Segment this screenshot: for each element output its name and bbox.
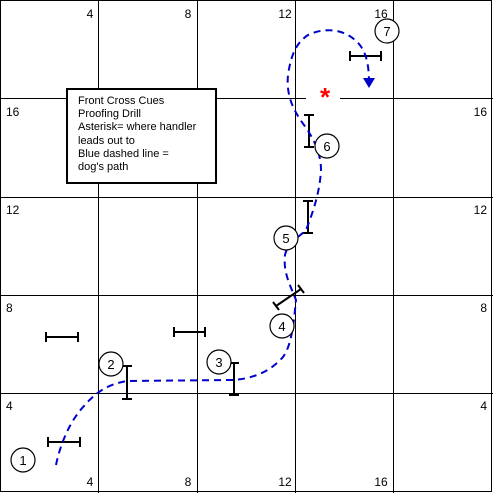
left-label-4: 4	[6, 399, 13, 413]
left-label-12: 12	[6, 203, 20, 217]
right-label-8: 8	[480, 301, 487, 315]
bottom-label-4: 4	[87, 475, 94, 489]
marker-1-label: 1	[19, 453, 26, 468]
jump-5	[303, 200, 313, 234]
marker-5-label: 5	[282, 231, 289, 246]
handler-gap	[306, 93, 340, 104]
right-label-4: 4	[480, 399, 487, 413]
note-line: leads out to	[78, 134, 135, 147]
note-line: Front Cross Cues	[78, 95, 165, 107]
top-label-12: 12	[278, 7, 292, 21]
top-label-4: 4	[87, 7, 94, 21]
arrowhead-icon	[363, 78, 375, 88]
top-label-16: 16	[374, 7, 388, 21]
jump-2	[122, 365, 132, 400]
top-label-8: 8	[185, 7, 192, 21]
marker-2-label: 2	[107, 357, 114, 372]
marker-6: 6	[314, 133, 340, 159]
marker-7-label: 7	[383, 24, 390, 39]
bottom-label-8: 8	[185, 475, 192, 489]
note-line: dog's path	[78, 161, 129, 174]
jump-3	[229, 362, 239, 396]
marker-3-label: 3	[215, 355, 222, 370]
jump-extra-left	[45, 332, 79, 342]
marker-4: 4	[269, 313, 295, 339]
jump-4	[272, 284, 305, 311]
left-label-16: 16	[6, 105, 20, 119]
marker-7: 7	[374, 18, 400, 44]
marker-2: 2	[98, 351, 124, 377]
note-line: Blue dashed line =	[78, 147, 169, 160]
grid-labels: 4 8 12 16 4 8 12 16 16 12 8 4 16 12 8 4	[6, 7, 487, 489]
course-note: Front Cross Cues Proofing Drill Asterisk…	[66, 88, 217, 184]
marker-3: 3	[206, 349, 232, 375]
jump-extra-center	[173, 327, 206, 337]
jump-1	[47, 437, 81, 447]
left-label-8: 8	[6, 301, 13, 315]
number-markers: 1 2 3 4 5 6 7	[10, 18, 400, 473]
right-label-16: 16	[474, 105, 488, 119]
asterisk-icon: *	[320, 82, 331, 112]
note-line: Asterisk= where handler	[78, 121, 197, 134]
marker-1: 1	[10, 447, 36, 473]
bottom-label-16: 16	[374, 475, 388, 489]
right-label-12: 12	[474, 203, 488, 217]
marker-5: 5	[273, 225, 299, 251]
dog-path	[55, 29, 370, 466]
marker-4-label: 4	[278, 319, 285, 334]
bottom-label-12: 12	[278, 475, 292, 489]
marker-6-label: 6	[323, 139, 330, 154]
note-line: Proofing Drill	[78, 108, 141, 121]
